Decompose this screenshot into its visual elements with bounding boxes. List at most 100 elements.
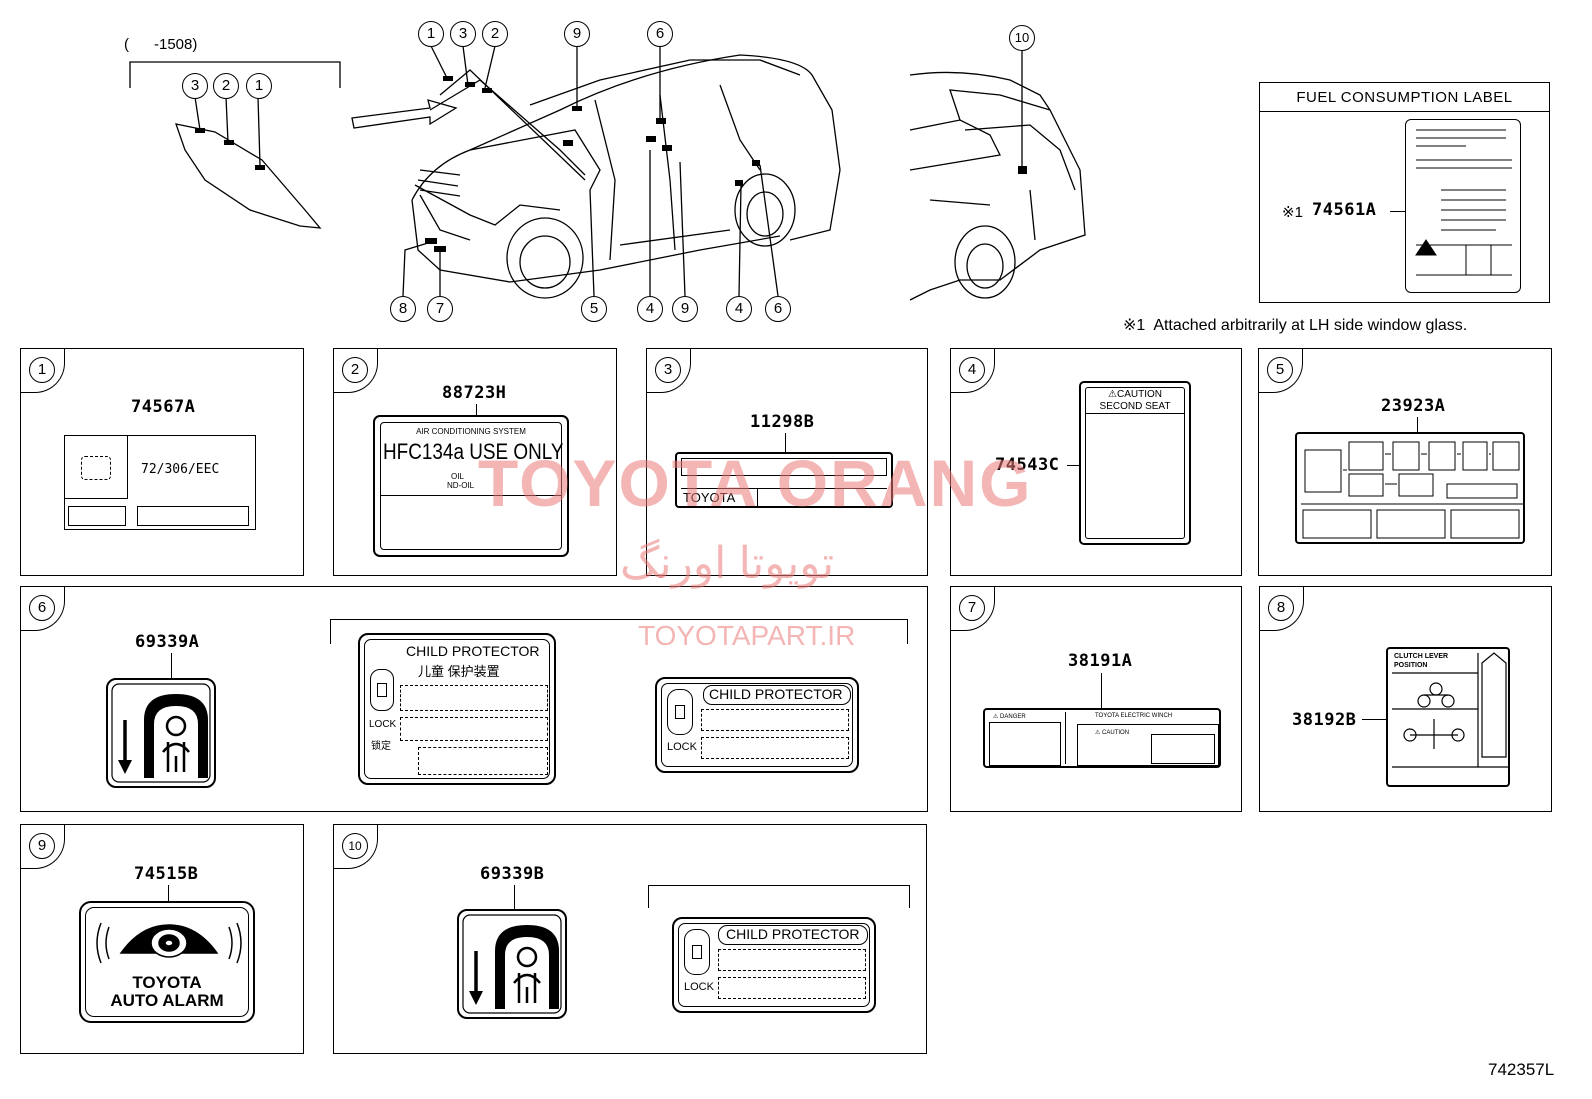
panel-6: 6 69339A CHILD PROTECTOR 儿童 保护装置 LOCK 锁定… <box>20 586 928 812</box>
cp-title: CHILD PROTECTOR <box>709 686 843 702</box>
bracket <box>330 619 908 644</box>
caution-text: ⚠ CAUTION <box>1095 730 1130 736</box>
alarm-text: AUTO ALARM <box>110 991 224 1010</box>
panel-1: 1 74567A 72/306/EEC <box>20 348 304 576</box>
panel-tab: 8 <box>1260 587 1304 631</box>
callout-2-hood: 2 <box>213 73 239 99</box>
child-protector-label: CHILD PROTECTOR LOCK <box>672 917 876 1013</box>
fuel-label-sticker <box>1405 119 1521 293</box>
label-38192B: CLUTCH LEVER POSITION <box>1386 647 1510 787</box>
panel-number: 6 <box>29 595 55 621</box>
leader <box>1067 465 1081 466</box>
panel-number: 8 <box>1268 595 1294 621</box>
part-number: 69339A <box>135 632 200 652</box>
leader <box>1101 673 1102 709</box>
panel-tab: 1 <box>21 349 65 393</box>
panel-2: 2 88723H AIR CONDITIONING SYSTEM HFC134a… <box>333 348 617 576</box>
danger-box <box>989 722 1061 766</box>
date-range-label: ( -1508) <box>124 36 198 53</box>
leader <box>514 885 515 909</box>
cp-title: CHILD PROTECTOR <box>726 926 860 942</box>
second-seat-text: SECOND SEAT <box>1099 401 1171 412</box>
auto-alarm-label: TOYOTA AUTO ALARM <box>79 901 255 1023</box>
lock-slot <box>667 689 693 735</box>
label-emblem-box <box>65 436 128 499</box>
label-74567A: 72/306/EEC <box>64 435 256 530</box>
label-inner <box>678 923 870 1007</box>
panel-number: 3 <box>655 357 681 383</box>
label-inner <box>661 683 853 767</box>
label-23923A <box>1295 432 1525 544</box>
label-74543C: ⚠CAUTION SECOND SEAT <box>1079 381 1191 545</box>
field-1 <box>718 949 866 971</box>
brand-text: TOYOTA <box>683 490 736 505</box>
lock-slot <box>684 929 710 975</box>
panel-number: 4 <box>959 357 985 383</box>
panel-number: 1 <box>29 357 55 383</box>
label-inner <box>1085 387 1185 539</box>
label-field-right <box>137 506 249 526</box>
part-number: 74543C <box>995 455 1060 475</box>
leader <box>171 653 172 679</box>
cp-title-box <box>703 685 851 705</box>
lock-slot <box>370 669 394 711</box>
brand-divider <box>757 488 758 506</box>
diagram-id: 742357L <box>1488 1060 1555 1079</box>
grid-box <box>1151 734 1215 764</box>
leader <box>1417 417 1418 433</box>
label-emblem-inner <box>81 456 111 480</box>
callout-3-hood: 3 <box>182 73 208 99</box>
label-inner-line <box>681 458 887 476</box>
field-2 <box>701 737 849 759</box>
panel-tab: 7 <box>951 587 995 631</box>
leader <box>168 885 169 901</box>
fuel-consumption-panel: FUEL CONSUMPTION LABEL ※1 74561A <box>1259 82 1550 303</box>
cp-title: CHILD PROTECTOR <box>406 643 540 659</box>
field-1 <box>701 709 849 731</box>
lock-text-cn: 锁定 <box>371 741 391 752</box>
leader <box>476 404 477 416</box>
field-2 <box>718 977 866 999</box>
lock-slot-inner <box>377 683 387 697</box>
label-11298B: TOYOTA <box>675 452 893 508</box>
clutch-title-2: POSITION <box>1394 662 1428 669</box>
clutch-title-1: CLUTCH LEVER <box>1394 653 1449 660</box>
callout-1: 1 <box>418 21 444 47</box>
callout-4-a: 4 <box>637 296 663 322</box>
elec-text: TOYOTA ELECTRIC WINCH <box>1095 713 1173 719</box>
callout-9-bottom: 9 <box>672 296 698 322</box>
alarm-brand: TOYOTA <box>132 973 202 992</box>
cp-title-cn: 儿童 保护装置 <box>418 664 500 679</box>
child-lock-icon <box>457 909 567 1019</box>
label-inner-line-2 <box>681 478 887 489</box>
panel-number: 9 <box>29 833 55 859</box>
part-number: 69339B <box>480 864 545 884</box>
label-38191A: ⚠ DANGER TOYOTA ELECTRIC WINCH ⚠ CAUTION <box>983 708 1221 768</box>
callout-9-top: 9 <box>564 21 590 47</box>
bracket <box>648 885 910 908</box>
label-88723H: AIR CONDITIONING SYSTEM HFC134a USE ONLY… <box>373 415 569 557</box>
callout-6-top: 6 <box>647 21 673 47</box>
panel-tab: 3 <box>647 349 691 393</box>
panel-tab: 10 <box>334 825 378 869</box>
callout-1-hood: 1 <box>246 73 272 99</box>
panel-tab: 4 <box>951 349 995 393</box>
fuel-label-note: ※1 Attached arbitrarily at LH side windo… <box>1123 317 1468 334</box>
panel-5: 5 23923A <box>1258 348 1552 576</box>
label-inner <box>364 639 550 779</box>
leader <box>1362 719 1388 720</box>
panel-9: 9 74515B TOYOTA AUTO ALARM <box>20 824 304 1054</box>
caution-divider <box>1085 413 1185 414</box>
callout-6-bottom: 6 <box>765 296 791 322</box>
ac-header: AIR CONDITIONING SYSTEM <box>416 427 526 436</box>
panel-number: 2 <box>342 357 368 383</box>
alarm-car-icon <box>96 922 242 964</box>
ac-divider <box>380 495 562 496</box>
field-2 <box>400 717 548 741</box>
caution-text: ⚠CAUTION <box>1108 389 1162 400</box>
oil-label: OIL <box>451 472 464 481</box>
panel-3: 3 11298B TOYOTA <box>646 348 928 576</box>
panel-4: 4 74543C ⚠CAUTION SECOND SEAT <box>950 348 1242 576</box>
divider-a <box>1065 712 1066 764</box>
fuel-label-title: FUEL CONSUMPTION LABEL <box>1296 89 1513 106</box>
